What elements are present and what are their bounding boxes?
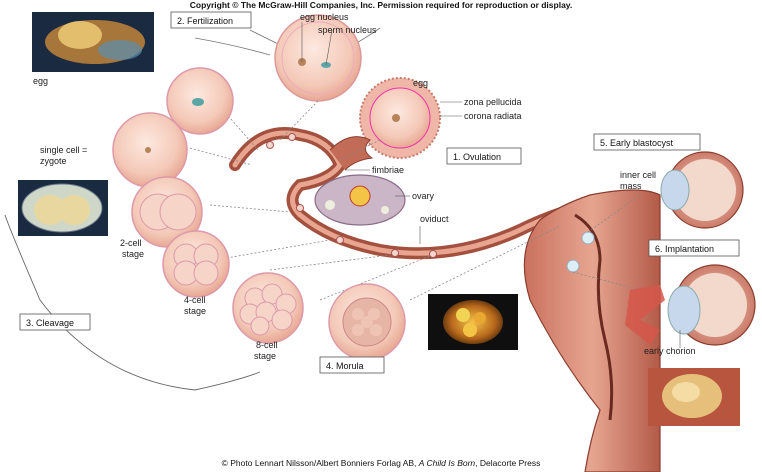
ovary-label: ovary	[412, 191, 435, 201]
cleavage-bracket	[4, 214, 261, 391]
two-cell-photo	[18, 180, 108, 236]
egg-photo-label: egg	[33, 76, 48, 86]
svg-text:3. Cleavage: 3. Cleavage	[26, 318, 74, 328]
implantation-stage-box: 6. Implantation	[648, 239, 740, 257]
svg-text:2. Fertilization: 2. Fertilization	[177, 16, 233, 26]
ovulation-stage-box: 1. Ovulation	[446, 147, 522, 165]
photo-credit: © Photo Lennart Nilsson/Albert Bonniers …	[222, 458, 541, 468]
early-blastocyst	[660, 151, 744, 229]
morula-stage-box: 4. Morula	[319, 356, 385, 374]
oviduct	[229, 127, 616, 260]
corona-radiata-label: corona radiata	[464, 111, 522, 121]
svg-text:6. Implantation: 6. Implantation	[655, 244, 714, 254]
four-cell-stage	[162, 230, 230, 298]
single-cell-stage	[112, 112, 188, 188]
photo-credit-prefix: © Photo Lennart Nilsson/Albert Bonniers …	[222, 458, 419, 468]
zygote-cell	[166, 67, 234, 135]
two-cell-stage-label: stage	[122, 249, 144, 259]
copyright-notice: Copyright © The McGraw-Hill Companies, I…	[190, 0, 573, 10]
egg-photo	[32, 12, 154, 72]
inner-cell-label: inner cell	[620, 170, 656, 180]
photo-credit-suffix: , Delacorte Press	[475, 458, 540, 468]
svg-text:1. Ovulation: 1. Ovulation	[453, 152, 501, 162]
morula-cell	[328, 283, 406, 361]
ovary	[314, 174, 406, 226]
photo-credit-title: A Child Is Born	[418, 458, 476, 468]
sperm-nucleus-label: sperm nucleus	[318, 25, 377, 35]
implanting-blastocyst	[625, 264, 756, 346]
svg-text:5. Early blastocyst: 5. Early blastocyst	[600, 138, 674, 148]
eight-cell-label: 8-cell	[256, 340, 278, 350]
svg-text:4. Morula: 4. Morula	[326, 361, 364, 371]
egg-nucleus-label: egg nucleus	[300, 12, 349, 22]
eight-cell-stage-label: stage	[254, 351, 276, 361]
early-chorion-label: early chorion	[644, 346, 696, 356]
implantation-photo	[648, 368, 740, 426]
cleavage-stage-box: 3. Cleavage	[19, 313, 91, 331]
two-cell-label: 2-cell	[120, 238, 142, 248]
single-cell-label: single cell =	[40, 145, 87, 155]
early-blastocyst-stage-box: 5. Early blastocyst	[593, 133, 701, 151]
four-cell-label: 4-cell	[184, 295, 206, 305]
zygote-label: zygote	[40, 156, 67, 166]
fimbriae-label: fimbriae	[372, 165, 404, 175]
egg-label: egg	[413, 78, 428, 88]
ovulated-egg	[359, 77, 441, 159]
oviduct-label: oviduct	[420, 214, 449, 224]
eight-cell-stage	[232, 272, 304, 344]
inner-cell-mass-label: mass	[620, 181, 642, 191]
four-cell-stage-label: stage	[184, 306, 206, 316]
fertilization-stage-box: 2. Fertilization	[170, 11, 252, 29]
connector-lines	[189, 94, 641, 301]
morula-photo	[428, 294, 518, 350]
zona-pellucida-label: zona pellucida	[464, 97, 522, 107]
uterus	[523, 189, 661, 472]
